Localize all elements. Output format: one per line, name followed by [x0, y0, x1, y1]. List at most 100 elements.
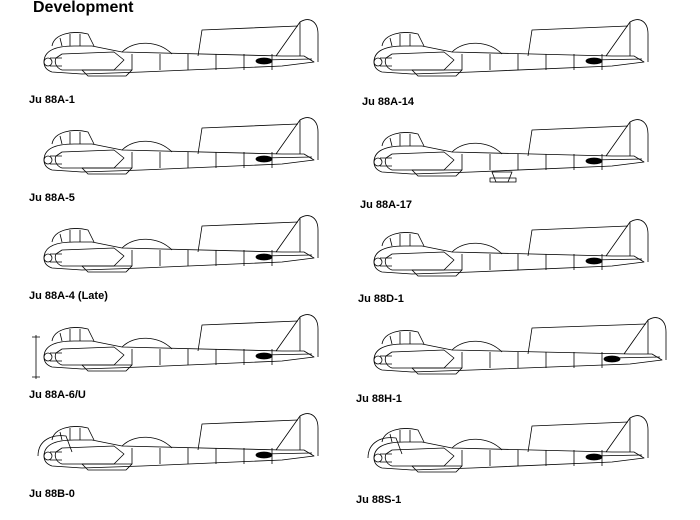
- propeller-hub: [43, 57, 53, 67]
- fuselage-marking: [255, 155, 273, 163]
- wing-fillet: [451, 42, 503, 55]
- aircraft-side-view: [373, 219, 649, 277]
- aerial-wire: [197, 123, 299, 155]
- aircraft-side-view: [373, 119, 649, 183]
- fuselage-marking: [585, 257, 603, 265]
- torpedo: [489, 177, 517, 183]
- tail-fin: [275, 117, 319, 160]
- aircraft-side-view: [43, 215, 319, 273]
- nacelle-cowl: [380, 157, 392, 167]
- fuselage-marking: [585, 157, 603, 165]
- cockpit-canopy: [381, 132, 425, 147]
- nacelle-cowl: [380, 257, 392, 267]
- aircraft-label: Ju 88S-1: [356, 494, 402, 506]
- aerial-wire: [197, 25, 299, 57]
- wing-fillet: [121, 140, 173, 153]
- nacelle-cowl: [50, 352, 62, 362]
- canopy-frames: [59, 34, 81, 47]
- propeller-hub: [43, 155, 53, 165]
- aircraft-side-view: [43, 117, 319, 175]
- profile-ju88a14: Ju 88A-14: [352, 12, 682, 112]
- tail-fin: [605, 219, 649, 262]
- engine-nacelle: [384, 51, 455, 71]
- aircraft-label: Ju 88D-1: [358, 293, 404, 305]
- canopy-frames: [389, 34, 411, 47]
- tail-fin: [605, 119, 649, 162]
- wing-fillet: [451, 438, 503, 451]
- propeller-hub: [43, 253, 53, 263]
- aircraft-label: Ju 88A-5: [29, 192, 75, 204]
- aerial-wire: [197, 221, 299, 253]
- fuselage-marking: [603, 355, 621, 363]
- tail-fin: [275, 314, 319, 357]
- aerial-wire: [527, 323, 647, 355]
- aircraft-label: Ju 88A-1: [29, 94, 75, 106]
- aircraft-label: Ju 88A-4 (Late): [29, 290, 108, 302]
- stepless-nose: [37, 435, 73, 457]
- torpedo-rack: [491, 171, 513, 183]
- tail-fin: [623, 317, 667, 360]
- wing-fillet: [121, 436, 173, 449]
- airframe: [373, 119, 649, 183]
- cockpit-canopy: [51, 130, 95, 145]
- aircraft-side-view: [373, 317, 667, 375]
- fuselage-marking: [255, 253, 273, 261]
- canopy-frames: [389, 234, 411, 247]
- engine-nacelle: [54, 445, 125, 465]
- nacelle-cowl: [50, 57, 62, 67]
- airframe: [373, 19, 649, 77]
- fuselage-marking: [255, 451, 273, 459]
- airframe: [37, 413, 319, 471]
- profile-ju88d1: Ju 88D-1: [352, 212, 682, 312]
- nacelle-cowl: [50, 253, 62, 263]
- airframe: [32, 314, 319, 379]
- wing-fillet: [121, 337, 173, 350]
- wing-fillet: [451, 142, 503, 155]
- tail-fin: [275, 413, 319, 456]
- ventral-gondola: [411, 465, 463, 473]
- aircraft-label: Ju 88A-6/U: [29, 389, 86, 401]
- nacelle-cowl: [380, 355, 392, 365]
- engine-nacelle: [384, 349, 455, 369]
- stepless-nose: [367, 437, 403, 459]
- tail-fin: [275, 19, 319, 62]
- aircraft-side-view: [43, 19, 319, 77]
- balloon-cable-fender: [32, 335, 40, 379]
- ventral-gondola: [81, 463, 133, 471]
- tail-fin: [605, 19, 649, 62]
- fuselage-marking: [585, 57, 603, 65]
- canopy-frames: [389, 134, 411, 147]
- cockpit-canopy: [381, 428, 425, 443]
- aircraft-side-view: [32, 314, 319, 379]
- airframe: [367, 415, 649, 473]
- cockpit-canopy: [51, 426, 95, 441]
- engine-nacelle: [54, 51, 125, 71]
- canopy-frames: [59, 132, 81, 145]
- propeller-hub: [373, 453, 383, 463]
- ventral-gondola: [411, 269, 463, 277]
- aircraft-label: Ju 88H-1: [356, 393, 402, 405]
- profile-ju88a6u: Ju 88A-6/U: [22, 307, 352, 407]
- nacelle-cowl: [50, 451, 62, 461]
- engine-nacelle: [54, 346, 125, 366]
- cockpit-canopy: [381, 330, 425, 345]
- aircraft-label: Ju 88A-14: [362, 96, 414, 108]
- ventral-gondola: [81, 265, 133, 273]
- profile-ju88s1: Ju 88S-1: [352, 408, 682, 508]
- cockpit-canopy: [381, 32, 425, 47]
- ventral-gondola: [81, 69, 133, 77]
- profile-ju88a1: Ju 88A-1: [22, 12, 352, 112]
- page-title: Development: [33, 0, 134, 16]
- aerial-wire: [527, 25, 629, 57]
- nacelle-cowl: [380, 57, 392, 67]
- tail-fin: [605, 415, 649, 458]
- profile-ju88b0: Ju 88B-0: [22, 406, 352, 506]
- wing-fillet: [451, 340, 503, 353]
- aircraft-side-view: [37, 413, 319, 471]
- engine-nacelle: [54, 149, 125, 169]
- engine-nacelle: [54, 247, 125, 267]
- tail-fin: [275, 215, 319, 258]
- canopy-frames: [389, 430, 411, 443]
- profile-ju88a5: Ju 88A-5: [22, 110, 352, 210]
- canopy-frames: [389, 332, 411, 345]
